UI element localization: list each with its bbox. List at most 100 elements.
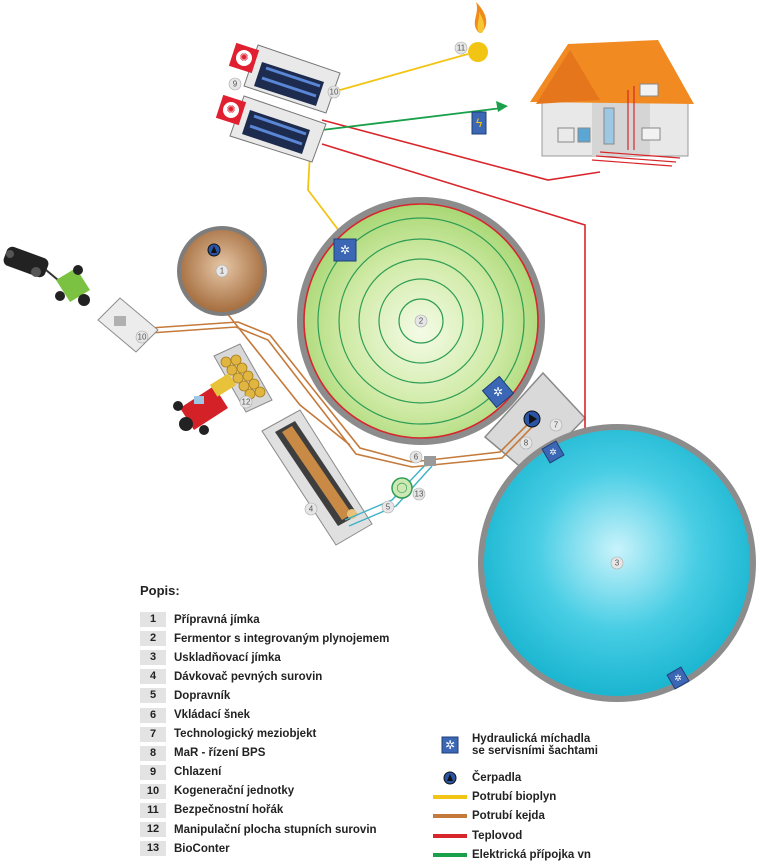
fan-icon: ✲ [333, 238, 357, 262]
biogas-pipes [307, 53, 469, 241]
svg-text:10: 10 [330, 88, 339, 97]
symbol-legend-slurry: Potrubí kejda [428, 807, 598, 826]
legend-label: Manipulační plocha stupních surovin [174, 823, 377, 836]
marker-6: 6 [409, 450, 423, 464]
slurry-pipes [149, 311, 535, 468]
pump-icon [523, 410, 541, 428]
legend-label: Přípravná jímka [174, 613, 260, 626]
legend-label: Dopravník [174, 689, 231, 702]
legend-label: BioConter [174, 842, 230, 855]
mixer-label-line1: Hydraulická míchadla [472, 733, 591, 745]
legend-item: 8 MaR - řízení BPS [140, 744, 389, 763]
safety-flare [468, 2, 488, 62]
svg-text:✲: ✲ [493, 385, 503, 399]
svg-text:2: 2 [419, 317, 424, 326]
legend-label: Dávkovač pevných surovin [174, 670, 323, 683]
svg-text:✲: ✲ [445, 738, 455, 752]
legend-item: 13 BioConter [140, 839, 389, 858]
cogeneration-unit-bottom: ✺ [215, 94, 327, 163]
svg-text:4: 4 [309, 505, 314, 514]
legend-label: Fermentor s integrovaným plynojemem [174, 632, 390, 645]
legend-number: 3 [140, 650, 166, 666]
marker-5: 5 [381, 500, 395, 514]
cogeneration-unit-top: ✺ [228, 42, 341, 114]
svg-text:12: 12 [242, 398, 251, 407]
manipulation-area [213, 343, 273, 413]
slurry-pipe-label: Potrubí kejda [472, 810, 545, 823]
legend-number: 5 [140, 688, 166, 704]
marker-11: 11 [454, 41, 468, 55]
legend-label: Bezpečnostní hořák [174, 804, 284, 817]
legend-list: 1 Přípravná jímka 2 Fermentor s integrovan… [140, 610, 389, 858]
legend-number: 12 [140, 822, 166, 838]
svg-text:9: 9 [233, 80, 238, 89]
mixer-label-line2: se servisními šachtami [472, 745, 598, 757]
svg-text:✲: ✲ [340, 243, 350, 257]
fan-icon: ✲ [481, 375, 515, 409]
symbol-legend-heat: Teplovod [428, 826, 598, 845]
svg-text:5: 5 [386, 503, 391, 512]
bioconter: ◯ [391, 477, 413, 499]
legend-number: 8 [140, 745, 166, 761]
solid-feeder [261, 409, 373, 546]
fan-icon: ✲ [541, 440, 565, 464]
conveyor [344, 461, 433, 527]
legend-number: 13 [140, 841, 166, 857]
legend-number: 4 [140, 669, 166, 685]
symbol-legend-biogas: Potrubí bioplyn [428, 787, 598, 806]
electric-box-icon: ϟ [471, 111, 487, 135]
legend-number: 1 [140, 612, 166, 628]
symbol-legend: ✲ Hydraulická míchadla se servisními šac… [428, 728, 598, 864]
svg-text:8: 8 [524, 439, 529, 448]
svg-text:✲: ✲ [549, 447, 557, 457]
marker-10-cogeneration: 10 [327, 85, 341, 99]
svg-text:ϟ: ϟ [476, 116, 483, 130]
marker-4: 4 [304, 502, 318, 516]
legend-number: 6 [140, 707, 166, 723]
house-icon [530, 40, 694, 167]
symbol-legend-pump: Čerpadla [428, 768, 598, 787]
legend-number: 7 [140, 726, 166, 742]
marker-10-intake: 10 [135, 330, 149, 344]
legend-item: 9 Chlazení [140, 763, 389, 782]
svg-text:◯: ◯ [396, 483, 407, 494]
legend-label: MaR - řízení BPS [174, 747, 266, 760]
svg-text:✲: ✲ [674, 673, 682, 683]
legend-item: 5 Dopravník [140, 686, 389, 705]
svg-text:7: 7 [554, 421, 559, 430]
svg-text:3: 3 [615, 559, 620, 568]
marker-3: 3 [610, 556, 624, 570]
legend-item: 1 Přípravná jímka [140, 610, 389, 629]
marker-1: 1 [215, 264, 229, 278]
marker-7: 7 [549, 418, 563, 432]
pump-icon [207, 243, 221, 257]
marker-8: 8 [519, 436, 533, 450]
legend-item: 3 Uskladňovací jímka [140, 648, 389, 667]
svg-text:✺: ✺ [226, 104, 235, 116]
legend-label: Uskladňovací jímka [174, 651, 281, 664]
legend-title: Popis: [140, 583, 180, 598]
legend-item: 12 Manipulační plocha stupních surovin [140, 820, 389, 839]
svg-text:6: 6 [414, 453, 419, 462]
marker-12: 12 [239, 395, 253, 409]
svg-text:10: 10 [138, 333, 147, 342]
svg-text:✺: ✺ [239, 52, 248, 64]
biogas-pipe-label: Potrubí bioplyn [472, 790, 557, 803]
pump-label: Čerpadla [472, 771, 522, 784]
legend-label: Kogenerační jednotky [174, 785, 295, 798]
svg-text:13: 13 [415, 490, 424, 499]
biogas-line-swatch [433, 794, 467, 799]
marker-13: 13 [412, 487, 426, 501]
fan-icon: ✲ [428, 736, 472, 754]
red-tractor [173, 373, 237, 435]
legend-number: 2 [140, 631, 166, 647]
legend-label: Chlazení [174, 766, 222, 779]
svg-text:11: 11 [457, 44, 466, 53]
legend-item: 2 Fermentor s integrovaným plynojemem [140, 629, 389, 648]
slurry-intake [97, 297, 159, 353]
svg-text:1: 1 [220, 267, 225, 276]
legend-number: 9 [140, 764, 166, 780]
